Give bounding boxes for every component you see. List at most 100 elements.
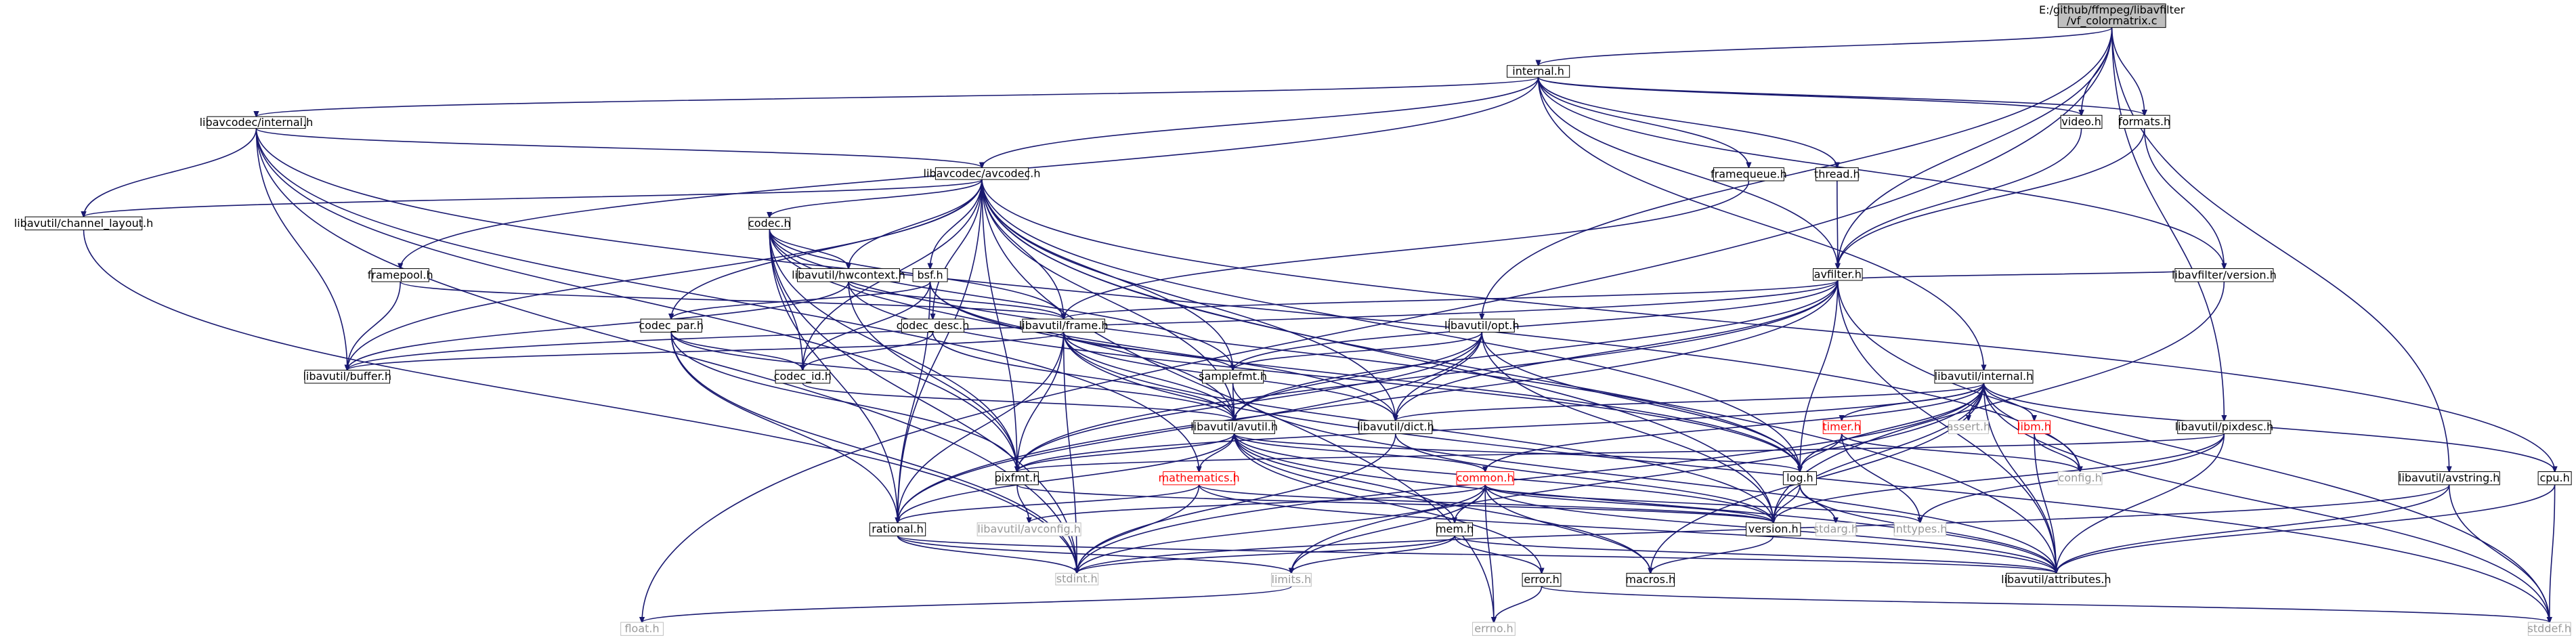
node-box-mem-h [1436, 522, 1474, 536]
node-label-config-h: config.h [2059, 471, 2102, 484]
node-framequeue-h[interactable]: framequeue.h [1711, 167, 1787, 181]
edge-root-to-avstring-h [2111, 27, 2449, 472]
node-label-pixdesc-h: libavutil/pixdesc.h [2175, 421, 2273, 433]
node-box-config-h [2057, 471, 2103, 486]
edge-internal-h-to-thread-h [1537, 77, 1837, 167]
node-limits-h[interactable]: limits.h [1270, 572, 1312, 587]
node-label-mem-h: mem.h [1436, 523, 1474, 536]
node-config-h[interactable]: config.h [2057, 471, 2103, 486]
node-errno-h[interactable]: errno.h [1472, 622, 1516, 636]
node-lavc-internal[interactable]: libavcodec/internal.h [200, 116, 314, 129]
node-rational-h[interactable]: rational.h [869, 522, 926, 536]
node-framepool-h[interactable]: framepool.h [368, 268, 433, 282]
node-macros-h[interactable]: macros.h [1625, 572, 1675, 587]
node-lavfi-version[interactable]: libavfilter/version.h [2172, 268, 2277, 282]
node-dict-h[interactable]: libavutil/dict.h [1357, 420, 1434, 434]
edge-codec-id-to-avutil-h [802, 383, 1234, 421]
node-pixdesc-h[interactable]: libavutil/pixdesc.h [2175, 420, 2273, 434]
node-libm-h[interactable]: libm.h [2017, 420, 2051, 434]
node-frame-h[interactable]: libavutil/frame.h [1019, 318, 1109, 333]
node-version-h[interactable]: version.h [1745, 522, 1801, 536]
node-opt-h[interactable]: libavutil/opt.h [1444, 318, 1520, 333]
edge-internal-h-to-framequeue-h [1537, 77, 1749, 167]
node-lavu-internal[interactable]: libavutil/internal.h [1934, 370, 2034, 384]
nodes: E:/github/ffmpeg/libavfilter/vf_colormat… [14, 3, 2572, 636]
node-common-h[interactable]: common.h [1456, 471, 1514, 486]
node-box-mathematics-h [1163, 471, 1236, 486]
node-box-cpu-h [2537, 471, 2572, 486]
node-float-h[interactable]: float.h [620, 622, 664, 636]
node-label-float-h: float.h [624, 622, 659, 635]
edge-opt-h-to-dict-h [1396, 332, 1483, 421]
edge-frame-h-to-samplefmt [1062, 332, 1233, 370]
node-stdarg-h[interactable]: stdarg.h [1813, 522, 1858, 536]
edge-lavc-avcodec-to-dict-h [981, 179, 1396, 421]
edge-lavu-internal-to-limits-h [1291, 383, 1985, 574]
edge-codec-h-to-avutil-h [769, 229, 1234, 421]
node-internal-h[interactable]: internal.h [1507, 64, 1570, 78]
node-channel-layout[interactable]: libavutil/channel_layout.h [14, 216, 153, 231]
node-box-codec-h [748, 217, 791, 230]
node-codec-id[interactable]: codec_id.h [774, 370, 832, 384]
node-label-framepool-h: framepool.h [368, 268, 433, 281]
edge-avstring-h-to-stddef-h [2448, 484, 2550, 622]
node-codec-desc[interactable]: codec_desc.h [897, 318, 970, 333]
edge-avfilter-h-to-avutil-h [1235, 280, 1839, 421]
edge-mathematics-h-to-attributes-h [1198, 484, 2057, 574]
node-label-codec-par: codec_par.h [639, 319, 704, 333]
node-avstring-h[interactable]: libavutil/avstring.h [2398, 471, 2500, 486]
node-label-common-h: common.h [1457, 471, 1514, 484]
edge-lavu-internal-to-stdint-h [1077, 383, 1985, 574]
node-box-root [2057, 3, 2166, 28]
node-codec-par[interactable]: codec_par.h [639, 318, 704, 333]
node-stddef-h[interactable]: stddef.h [2528, 622, 2571, 636]
edge-formats-h-to-lavfi-version [2143, 128, 2225, 269]
node-pixfmt-h[interactable]: pixfmt.h [995, 471, 1040, 486]
node-label-errno-h: errno.h [1474, 622, 1513, 635]
edge-mathematics-h-to-stdint-h [1077, 484, 1200, 574]
edge-lavc-avcodec-to-rational-h [898, 179, 983, 523]
node-attributes-h[interactable]: libavutil/attributes.h [2001, 572, 2111, 587]
node-box-thread-h [1815, 167, 1859, 181]
edge-framequeue-h-to-frame-h [1064, 180, 1750, 319]
edge-limits-h-to-float-h [642, 586, 1292, 622]
node-log-h[interactable]: log.h [1782, 471, 1817, 486]
node-box-limits-h [1270, 572, 1312, 587]
node-hwcontext-h[interactable]: libavutil/hwcontext.h [792, 268, 905, 282]
node-samplefmt[interactable]: samplefmt.h [1199, 370, 1267, 384]
node-mathematics-h[interactable]: mathematics.h [1159, 471, 1240, 486]
edge-opt-h-to-rational-h [898, 332, 1483, 522]
node-label-stdarg-h: stdarg.h [1813, 523, 1858, 536]
edge-lavc-internal-to-stdint-h [255, 128, 1077, 574]
node-stdint-h[interactable]: stdint.h [1055, 572, 1099, 586]
edge-avutil-h-to-attributes-h [1233, 433, 2057, 573]
node-avconfig-h[interactable]: libavutil/avconfig.h [976, 522, 1081, 536]
edge-lavu-internal-to-common-h [1485, 383, 1985, 472]
node-thread-h[interactable]: thread.h [1814, 167, 1860, 181]
node-box-codec-id [775, 370, 831, 384]
edge-frame-h-to-buffer-h [347, 331, 1065, 370]
node-timer-h[interactable]: timer.h [1822, 420, 1861, 434]
node-inttypes-h[interactable]: inttypes.h [1893, 522, 1947, 536]
node-video-h[interactable]: video.h [2060, 114, 2103, 129]
node-error-h[interactable]: error.h [1522, 572, 1562, 587]
node-formats-h[interactable]: formats.h [2118, 114, 2170, 129]
node-assert-h[interactable]: assert.h [1947, 420, 1990, 434]
node-buffer-h[interactable]: libavutil/buffer.h [303, 370, 391, 384]
node-avutil-h[interactable]: libavutil/avutil.h [1190, 420, 1278, 434]
edge-mem-h-to-limits-h [1291, 536, 1455, 573]
node-codec-h[interactable]: codec.h [748, 217, 791, 230]
node-mem-h[interactable]: mem.h [1436, 522, 1474, 536]
node-label-root: E:/github/ffmpeg/libavfilter [2039, 3, 2185, 16]
edge-log-h-to-version-h [1774, 484, 1801, 523]
node-root[interactable]: E:/github/ffmpeg/libavfilter/vf_colormat… [2039, 3, 2185, 28]
node-lavc-avcodec[interactable]: libavcodec/avcodec.h [924, 167, 1041, 180]
node-avfilter-h[interactable]: avfilter.h [1813, 268, 1863, 281]
edge-codec-par-to-avutil-h [670, 332, 1234, 421]
node-label-lavfi-version: libavfilter/version.h [2172, 268, 2277, 281]
node-cpu-h[interactable]: cpu.h [2537, 471, 2572, 486]
node-bsf-h[interactable]: bsf.h [912, 268, 948, 282]
edge-lavc-avcodec-to-hwcontext-h [849, 179, 983, 269]
node-label-libm-h: libm.h [2017, 421, 2051, 433]
